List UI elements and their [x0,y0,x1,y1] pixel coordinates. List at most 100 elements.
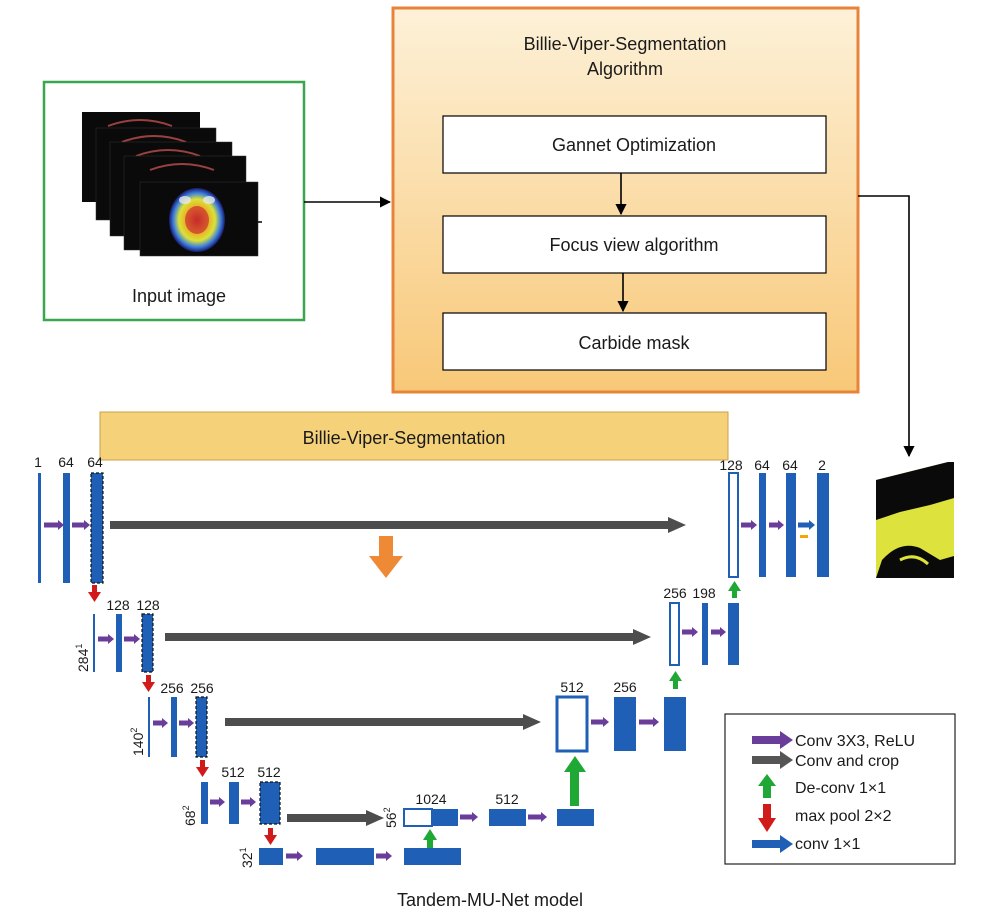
feature-map [786,473,796,577]
feature-map [116,614,122,672]
channel-label: 2 [818,457,826,473]
green-up-arrow-icon [758,774,776,798]
size-label: 321 [238,847,255,868]
conv-arrow-head [472,812,478,822]
conv-arrow-head [541,812,547,822]
skip-connection-arrow-head [523,714,541,730]
up-conv-arrow-head [728,581,741,591]
feature-map [63,473,70,583]
max-pool-arrow-head [196,767,209,777]
up-conv-arrow-head [423,829,437,840]
channel-label: 198 [692,585,716,601]
feature-map [432,809,458,826]
conv-arrow-head [653,717,659,727]
feature-map [38,473,41,583]
feature-map [259,848,283,865]
feature-map [614,697,636,751]
feature-map [759,473,766,577]
conv-arrow-head [162,718,168,728]
algorithm-to-output-arrow [858,195,915,458]
gannet-optimization-label: Gannet Optimization [552,135,716,155]
output-map [817,473,829,577]
gray-right-arrow-icon [752,751,793,769]
orange-down-arrow-icon [369,536,403,578]
channel-label: 512 [221,764,245,780]
algorithm-title: Billie-Viper-Segmentation [524,34,727,54]
channel-label: 1024 [415,791,446,807]
focus-view-box [442,215,827,274]
banner [99,411,729,461]
max-pool-arrow [268,828,273,836]
feature-map-cropped [141,613,154,673]
max-pool-arrow-head [264,835,277,845]
feature-map [171,697,177,757]
feature-map [557,809,594,826]
feature-map [728,603,739,665]
orange-marker [800,535,808,538]
feature-map-concat [403,808,433,827]
channel-label: 512 [495,791,519,807]
conv-arrow-head [778,520,784,530]
skip-connection-arrow-head [668,517,686,533]
feature-map-cropped [259,781,281,825]
conv-arrow-head [250,797,256,807]
max-pool-arrow [92,585,97,593]
skip-connection-arrow-head [633,629,651,645]
carbide-mask-label: Carbide mask [578,333,690,353]
channel-label: 256 [160,680,184,696]
channel-label: 512 [560,679,584,695]
channel-label: 64 [782,457,798,473]
purple-right-arrow-icon [752,731,793,749]
carbide-mask-box [442,312,827,371]
channel-label: 512 [257,764,281,780]
algorithm-subtitle: Algorithm [587,59,663,79]
feature-map [702,603,708,665]
skip-connection-arrow-head [366,810,384,826]
feature-map-cropped [195,696,208,758]
feature-map-cropped [90,472,104,584]
conv-arrow-head [297,851,303,861]
legend-label-deconv: De-conv 1×1 [795,780,886,797]
legend-label-maxpool: max pool 2×2 [795,808,892,825]
input-panel: Input image [42,80,306,322]
legend-label-conv1x1: conv 1×1 [795,836,860,853]
feature-map [93,614,95,672]
output-segmentation-image [876,462,954,578]
conv-arrow-head [219,797,225,807]
conv-arrow-head [692,627,698,637]
channel-label: 256 [613,679,637,695]
conv-arrow-head [84,520,90,530]
feature-map [489,809,526,826]
feature-map [404,848,461,865]
size-label: 682 [181,805,198,826]
feature-map-concat [555,695,589,753]
red-down-arrow-icon [758,804,776,832]
up-conv-arrow [673,680,678,689]
feature-map-concat [728,472,739,578]
size-label: 2841 [74,644,91,672]
up-conv-arrow [732,590,737,598]
feature-map [316,848,374,865]
conv1x1-arrow-head [809,520,815,530]
up-conv-arrow-head [669,671,682,681]
feature-map [229,782,239,824]
size-label: 1402 [129,728,146,756]
max-pool-arrow [146,675,151,683]
conv-arrow-head [603,717,609,727]
conv-arrow-head [134,634,140,644]
algorithm-panel: Billie-Viper-Segmentation Algorithm Gann… [391,6,860,394]
input-image-label: Input image [132,286,226,306]
size-label: 562 [382,807,399,828]
conv-arrow-head [188,718,194,728]
conv-arrow-head [720,627,726,637]
up-conv-arrow [570,770,579,806]
conv-arrow-head [751,520,757,530]
up-conv-arrow-head [564,756,586,772]
mri-slice-stack [82,112,262,257]
legend-label-conv: Conv 3X3, ReLU [795,733,915,750]
channel-label: 256 [663,585,687,601]
gannet-optimization-box [442,115,827,174]
max-pool-arrow-head [88,592,101,602]
